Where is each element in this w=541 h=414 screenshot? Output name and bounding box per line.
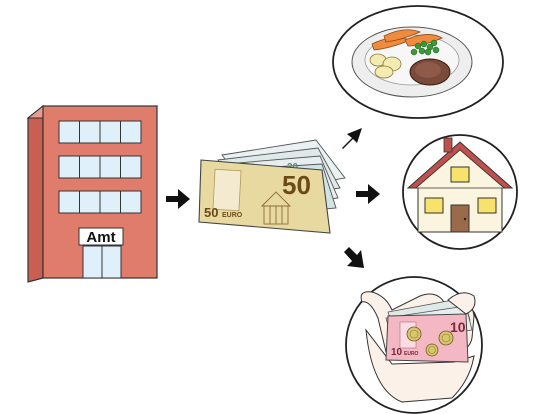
office-sign	[78, 227, 124, 246]
hand-with-money-icon: 10 10 EURO	[345, 276, 483, 414]
banknote-value-large: 50	[282, 170, 311, 200]
small-banknote-value-large: 10	[450, 319, 466, 335]
food-plate-icon	[332, 5, 504, 119]
small-banknote-value-small: 10	[391, 347, 403, 358]
house-icon	[402, 134, 518, 250]
arrow-right-icon	[166, 189, 190, 209]
arrow-down-right-icon	[344, 247, 364, 268]
office-building-icon: Amt	[26, 104, 159, 283]
arrow-right-to-house-icon	[356, 184, 380, 204]
banknote-value-small: 50	[204, 205, 218, 220]
small-banknote-currency: EURO	[404, 351, 419, 357]
arrow-up-right-icon	[342, 128, 362, 149]
banknotes-icon: 20 50 50 EURO	[198, 139, 346, 234]
office-label: Amt	[86, 229, 115, 246]
banknote-currency: EURO	[222, 212, 243, 219]
